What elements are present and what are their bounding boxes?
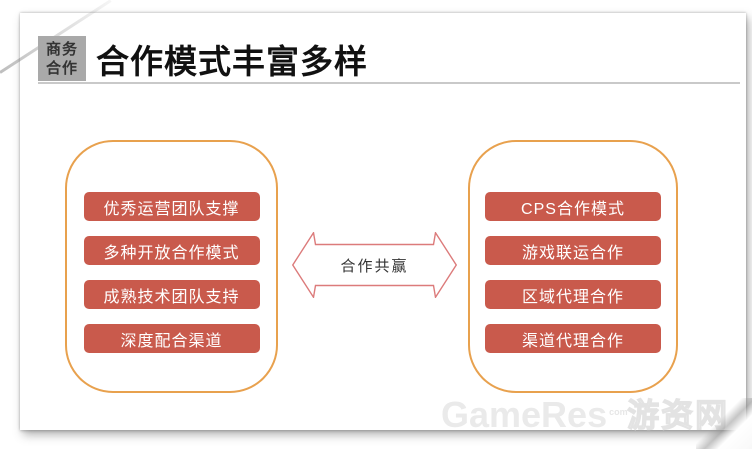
- cooperation-arrow: 合作共赢: [292, 232, 457, 298]
- list-item: CPS合作模式: [485, 192, 661, 221]
- list-item: 渠道代理合作: [485, 324, 661, 353]
- list-item: 优秀运营团队支撑: [83, 192, 260, 221]
- list-item: 多种开放合作模式: [83, 236, 260, 265]
- section-tag-line1: 商务: [45, 40, 78, 58]
- section-tag: 商务 合作: [38, 36, 86, 81]
- left-panel: 优秀运营团队支撑 多种开放合作模式 成熟技术团队支持 深度配合渠道: [65, 140, 278, 393]
- header-divider: [38, 82, 740, 84]
- list-item: 区域代理合作: [485, 280, 661, 309]
- arrow-label: 合作共赢: [340, 257, 409, 275]
- right-panel: CPS合作模式 游戏联运合作 区域代理合作 渠道代理合作: [468, 140, 678, 393]
- list-item: 游戏联运合作: [485, 236, 661, 265]
- page-title: 合作模式丰富多样: [96, 42, 368, 80]
- list-item: 成熟技术团队支持: [83, 280, 260, 309]
- double-arrow-icon: [292, 232, 457, 298]
- slide-sheet: 商务 合作 合作模式丰富多样 优秀运营团队支撑 多种开放合作模式 成熟技术团队支…: [0, 0, 746, 430]
- list-item: 深度配合渠道: [83, 324, 260, 353]
- section-tag-line2: 合作: [45, 59, 78, 77]
